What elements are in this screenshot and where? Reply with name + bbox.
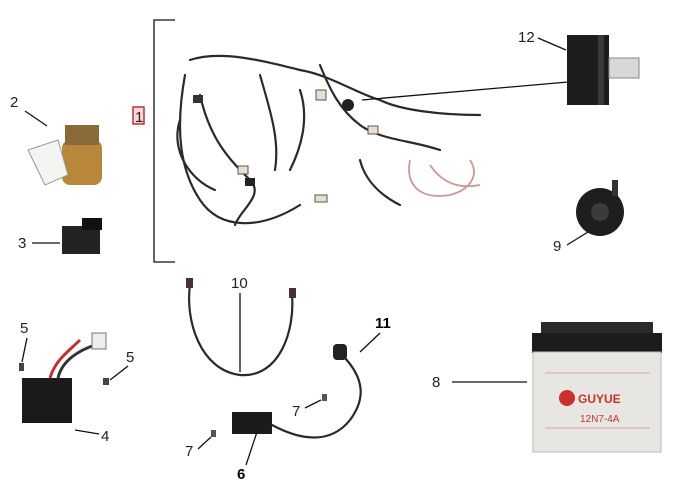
horn-part-9[interactable] [576, 180, 624, 236]
leader-7-lower [197, 436, 212, 450]
leader-9 [566, 231, 589, 246]
harness-bracket [153, 19, 175, 263]
flasher-part-3[interactable] [62, 218, 102, 254]
callout-10[interactable]: 10 [231, 275, 248, 292]
leader-2 [24, 110, 48, 127]
callout-7-lower[interactable]: 7 [185, 443, 193, 460]
callout-7-upper[interactable]: 7 [292, 403, 300, 420]
wiring-harness[interactable] [176, 54, 482, 227]
starter-relay-part-2[interactable] [27, 125, 102, 186]
leader-4 [74, 429, 100, 435]
regulator-part-4[interactable] [22, 332, 107, 423]
highlight-box [132, 106, 145, 125]
leader-7-upper [304, 399, 322, 409]
screw-part-5-left[interactable] [19, 363, 24, 371]
screw-part-7-upper[interactable] [322, 394, 327, 401]
leader-11 [359, 332, 381, 353]
cable-part-10[interactable] [186, 278, 296, 377]
ignition-coil-part-6[interactable] [232, 356, 362, 439]
callout-5-left[interactable]: 5 [20, 320, 28, 337]
battery-model: 12N7-4A [580, 414, 620, 425]
callout-8[interactable]: 8 [432, 374, 440, 391]
leader-5-left [21, 337, 28, 363]
callout-1[interactable]: 1 [135, 109, 143, 126]
leader-6 [245, 431, 258, 466]
callout-2[interactable]: 2 [10, 94, 18, 111]
callout-11[interactable]: 11 [375, 315, 391, 332]
battery-logo-icon [559, 390, 575, 406]
screw-part-7-lower[interactable] [211, 430, 216, 437]
leader-12-harness [361, 81, 569, 101]
battery-part-8[interactable]: GUYUE 12N7-4A [532, 322, 662, 453]
battery-brand: GUYUE [578, 392, 621, 406]
callout-12[interactable]: 12 [518, 29, 535, 46]
callout-5-right[interactable]: 5 [126, 349, 134, 366]
leader-12 [537, 37, 567, 51]
spark-cap-part-11[interactable] [333, 344, 347, 360]
callout-9[interactable]: 9 [553, 238, 561, 255]
relay-part-12[interactable] [567, 35, 640, 105]
callout-3[interactable]: 3 [18, 235, 26, 252]
screw-part-5-right[interactable] [103, 378, 109, 385]
callout-4[interactable]: 4 [101, 428, 109, 445]
callout-6[interactable]: 6 [237, 466, 245, 483]
leader-5-right [109, 365, 129, 381]
